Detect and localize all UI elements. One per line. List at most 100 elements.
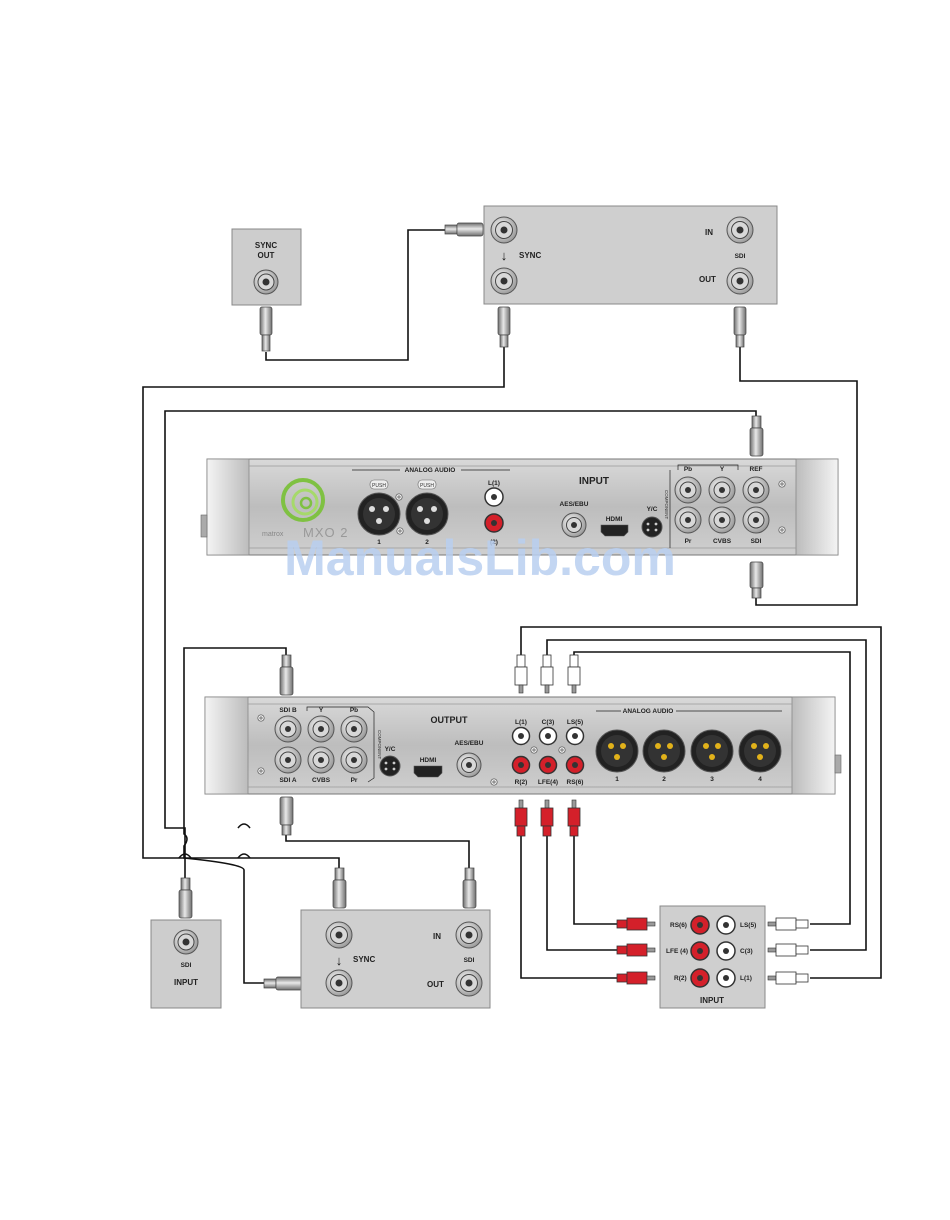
bnc-output-sdi-b[interactable] [274,715,302,743]
rca-output-lfe4[interactable] [538,755,558,775]
bnc-input-ref[interactable] [742,476,770,504]
bnc-port-sync-out[interactable] [253,269,279,295]
output-sdi-b-label: SDI B [279,707,297,714]
input-hdmi-label: HDMI [606,516,623,523]
xlr-output-2[interactable] [642,729,686,773]
bnc-port-dist-bottom-in[interactable] [455,921,483,949]
cable-crossing-arc [178,853,192,859]
rca-audio-box-r2[interactable] [690,968,710,988]
input-pr-label: Pr [685,538,692,545]
cable-audio-rs6 [573,835,618,925]
audio-box-ls5-label: LS(5) [740,922,756,929]
rca-output-rs6[interactable] [565,755,585,775]
bnc-port-dist-top-out[interactable] [726,267,754,295]
output-pr-label: Pr [351,777,358,784]
bnc-input-aes-ebu[interactable] [561,512,587,538]
bnc-output-aes-ebu[interactable] [456,752,482,778]
rca-plug-red-icon [616,917,656,931]
bnc-port-sdi-input[interactable] [173,929,199,955]
bnc-output-sdi-a[interactable] [274,746,302,774]
xlr-input-1[interactable]: PUSH [357,479,401,536]
output-sdi-a-label: SDI A [279,777,296,784]
cable-mx02-ref-loop [164,410,757,880]
hdmi-output-port[interactable] [413,765,443,778]
dist-top-sync-label: SYNC [519,251,541,260]
rca-plug-white-icon [567,654,581,694]
bnc-input-cvbs[interactable] [708,506,736,534]
cables [142,229,882,984]
rca-output-c3[interactable] [538,726,558,746]
xlr-output-4[interactable] [738,729,782,773]
bnc-port-dist-bottom-out[interactable] [455,969,483,997]
dist-bottom-sync-label: SYNC [353,955,375,964]
bnc-output-y[interactable] [307,715,335,743]
bnc-output-pb[interactable] [340,715,368,743]
cable-audio-lfe4 [546,835,618,951]
input-cvbs-label: CVBS [713,538,732,545]
sdi-input-title: INPUT [174,978,198,987]
rca-plug-white-icon [540,654,554,694]
bnc-port-dist-top-in[interactable] [726,216,754,244]
bnc-input-y[interactable] [708,476,736,504]
xlr-output-3[interactable] [690,729,734,773]
rca-audio-box-ls5[interactable] [716,915,736,935]
xlr-input-2-label: 2 [425,539,429,546]
svideo-output-port[interactable] [379,755,401,777]
bnc-port-dist-top-sync-out[interactable] [490,267,518,295]
hdmi-input-port[interactable] [600,524,629,537]
rca-input-r2[interactable] [484,513,504,533]
xlr-output-3-label: 3 [710,776,714,783]
bnc-input-pb[interactable] [674,476,702,504]
output-lfe4-label: LFE(4) [538,779,558,786]
output-l1-label: L(1) [515,719,527,726]
xlr-1-push-label: PUSH [372,483,386,489]
bnc-port-dist-bottom-sync-out[interactable] [325,969,353,997]
audio-box-rs6-label: RS(6) [670,922,687,929]
input-rca-r2-label: (2) [490,539,498,546]
bnc-port-dist-bottom-sync-in[interactable] [325,921,353,949]
rca-plug-red-icon [616,943,656,957]
dist-bottom-in-label: IN [433,932,441,941]
rca-input-l1[interactable] [484,487,504,507]
xlr-input-2[interactable]: PUSH [405,479,449,536]
sdi-input-device: SDI INPUT [150,919,222,1009]
rca-audio-box-c3[interactable] [716,941,736,961]
cable-audio-ls5 [573,651,851,925]
cable-crossing-arc [237,823,251,829]
rca-plug-red-icon [616,971,656,985]
xlr-output-1[interactable] [595,729,639,773]
input-ref-label: REF [750,466,763,473]
bnc-input-pr[interactable] [674,506,702,534]
screw-icon [778,526,786,534]
bnc-plug-icon [332,867,347,909]
input-aes-ebu-label: AES/EBU [560,501,589,508]
mx02-input-panel: matrox MXO 2 ANALOG AUDIO PUSH 1 PUSH 2 … [200,458,839,556]
bnc-output-pr[interactable] [340,746,368,774]
xlr-output-2-label: 2 [662,776,666,783]
bnc-plug-icon [444,222,484,237]
matrox-wordmark: matrox [262,531,284,538]
output-pb-label: Pb [350,707,358,714]
cable-mx02-sdi-a-to-bottom-in [285,835,470,870]
output-aes-ebu-label: AES/EBU [455,740,484,747]
screw-icon [257,714,265,722]
input-rca-l1-label: L(1) [488,480,500,487]
rca-audio-box-lfe4[interactable] [690,941,710,961]
input-sdi-label: SDI [751,538,762,545]
rca-audio-box-rs6[interactable] [690,915,710,935]
bnc-input-sdi[interactable] [742,506,770,534]
distribution-amp-bottom: ↓ SYNC IN SDI OUT [300,909,491,1009]
bnc-plugs [178,222,764,991]
rca-audio-box-l1[interactable] [716,968,736,988]
mx02-output-panel: SDI B Y Pb COMPONENT [204,696,842,795]
rca-output-ls5[interactable] [565,726,585,746]
bnc-output-cvbs[interactable] [307,746,335,774]
rca-output-r2[interactable] [511,755,531,775]
arrow-down-icon: ↓ [336,953,343,968]
svideo-input-port[interactable] [641,516,663,538]
cable-sync-out-to-dist-in [265,229,447,361]
screw-icon [257,767,265,775]
bnc-port-dist-top-sync-in[interactable] [490,216,518,244]
rca-output-l1[interactable] [511,726,531,746]
